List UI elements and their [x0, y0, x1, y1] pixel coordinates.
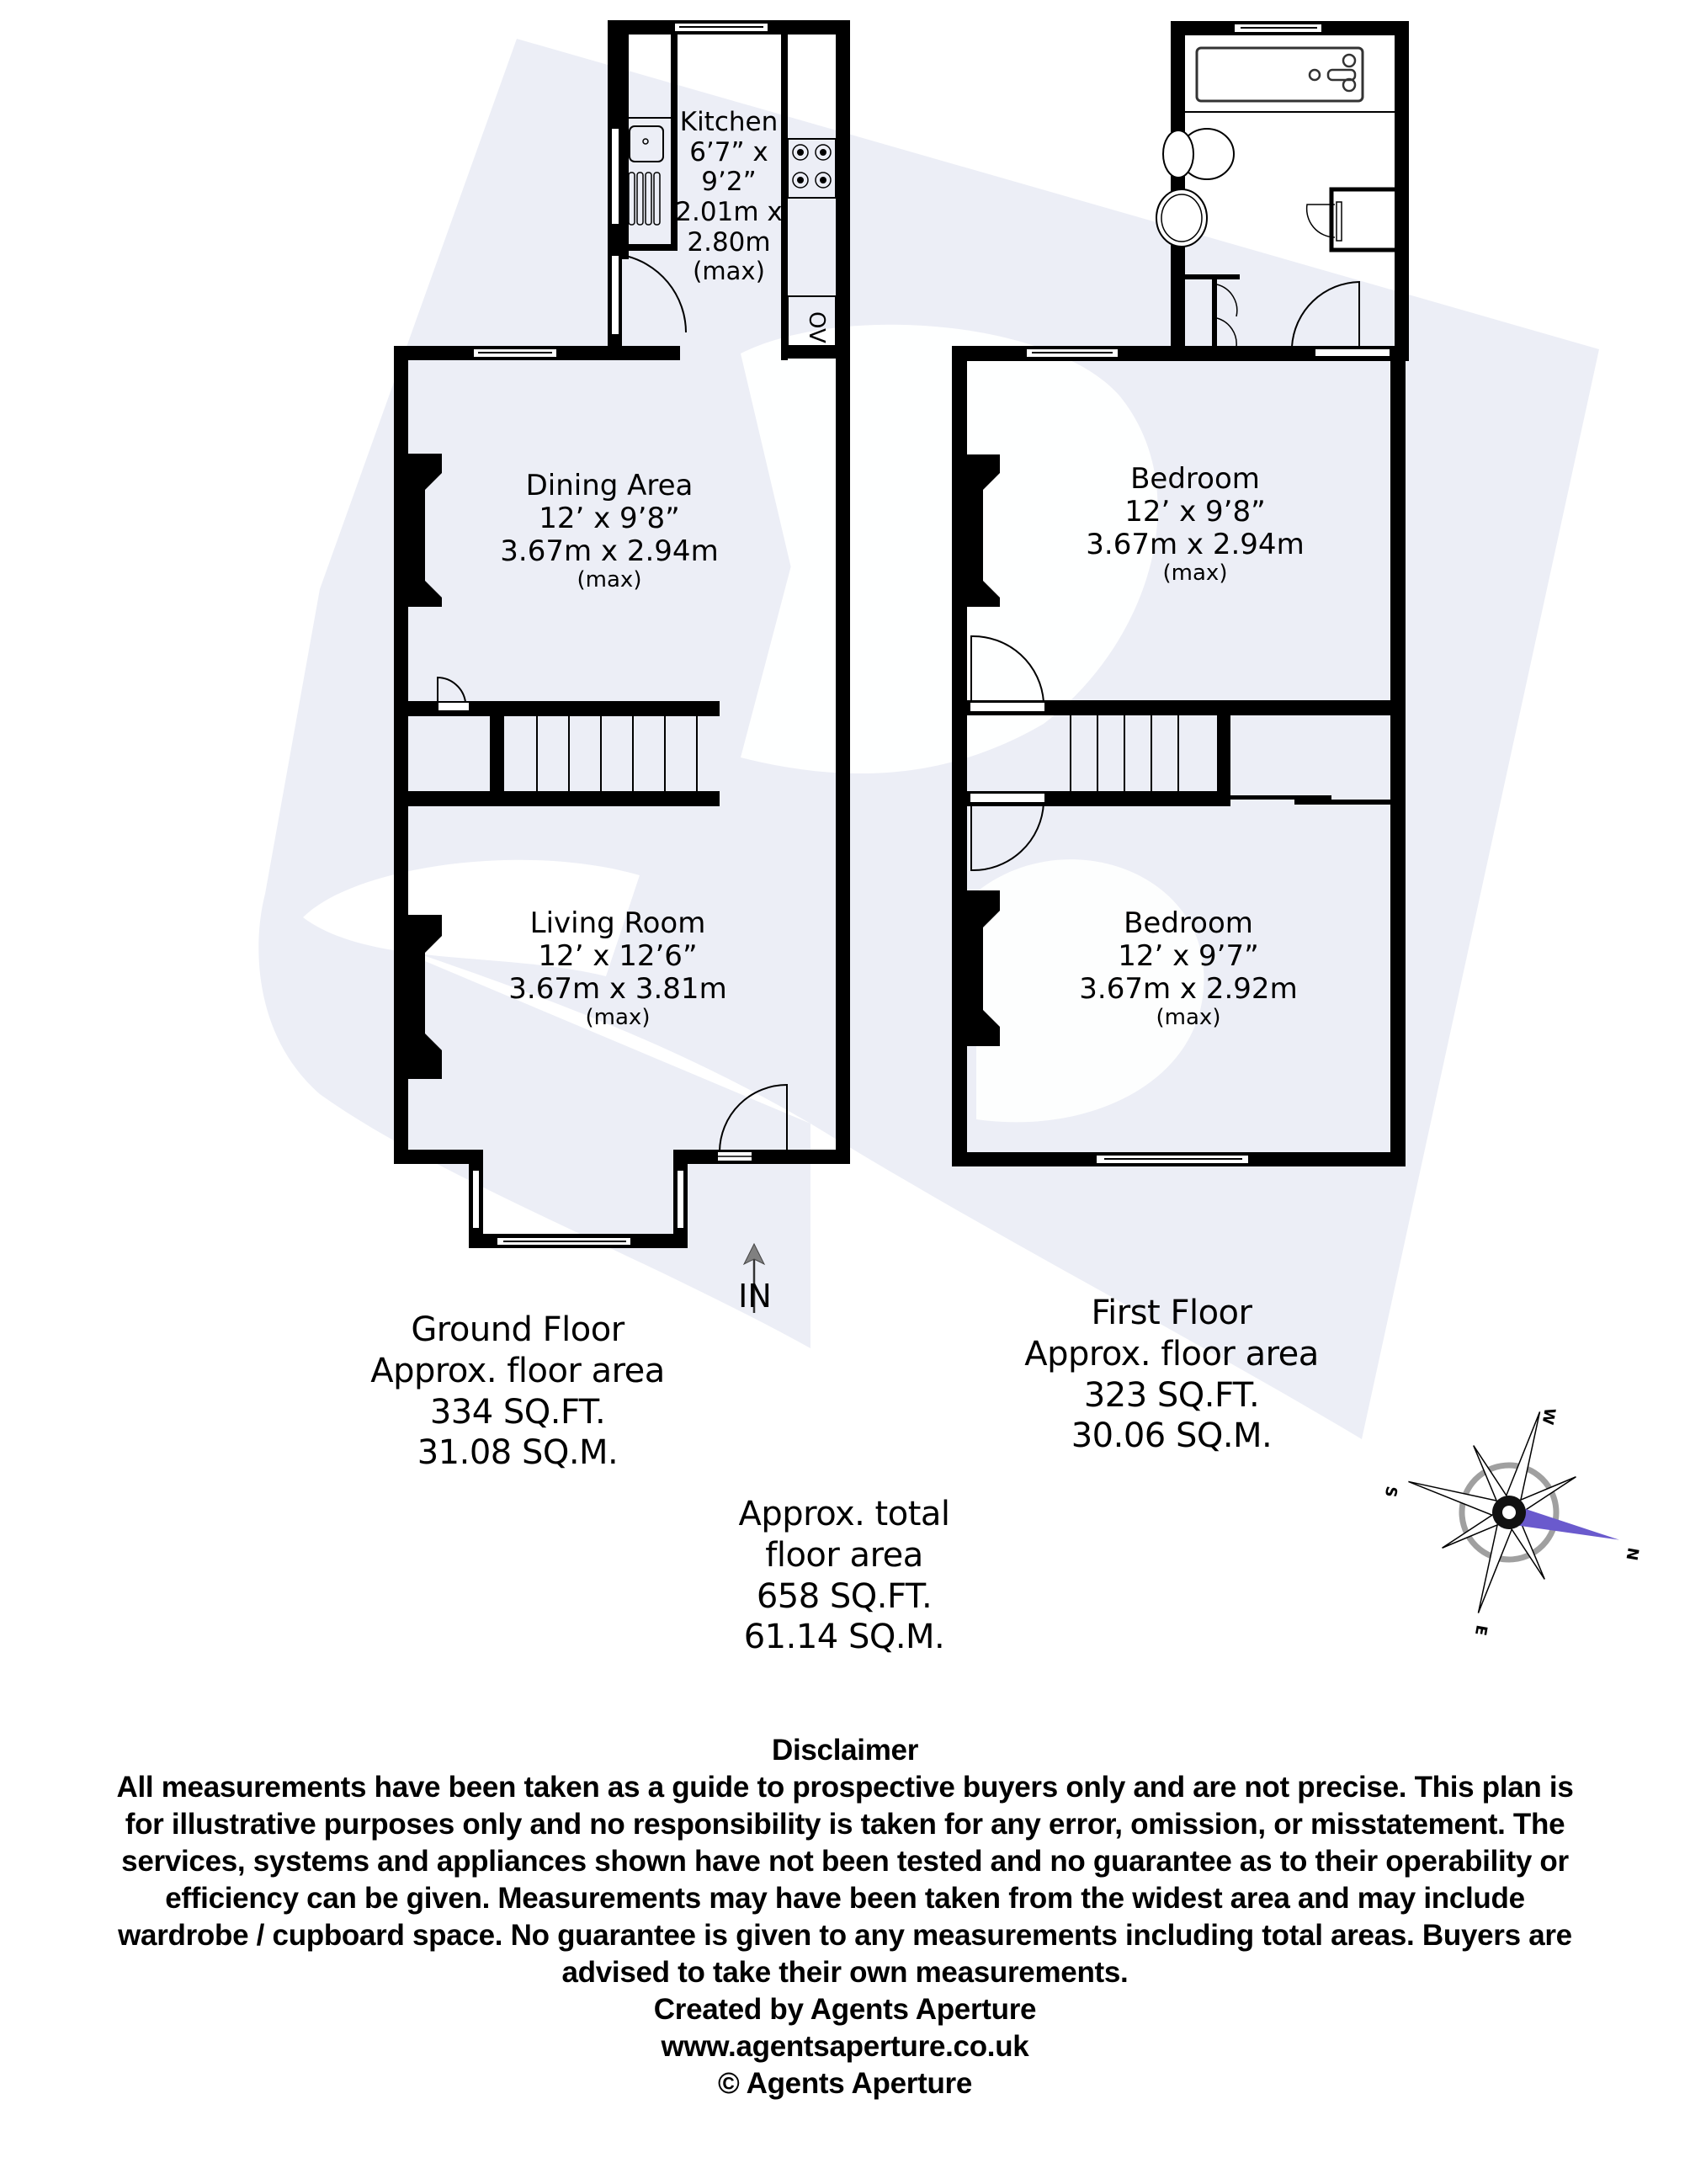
- room-max-note: (max): [1156, 1005, 1221, 1031]
- website-link[interactable]: www.agentsaperture.co.uk: [661, 2030, 1029, 2063]
- room-dim-metric: 3.67m x 2.94m: [500, 534, 719, 569]
- total-line-2: floor area: [765, 1535, 923, 1575]
- room-label-living-room: Living Room 12’ x 12’6” 3.67m x 3.81m (m…: [508, 906, 727, 1031]
- total-area-sqm: 61.14 SQ.M.: [743, 1618, 945, 1657]
- total-line-1: Approx. total: [738, 1495, 950, 1533]
- room-max-note: (max): [693, 257, 765, 286]
- compass-label-e: E: [1471, 1623, 1491, 1637]
- room-dim-imperial-1: 6’7” x: [689, 136, 768, 167]
- room-label-dining-area: Dining Area 12’ x 9’8” 3.67m x 2.94m (ma…: [500, 469, 719, 593]
- first-floor-plan: [952, 21, 1409, 1166]
- room-dim-metric: 3.67m x 2.94m: [1086, 528, 1305, 562]
- room-max-note: (max): [1162, 561, 1228, 587]
- room-max-note: (max): [585, 1005, 651, 1031]
- first-floor-area-summary: First Floor Approx. floor area 323 SQ.FT…: [1024, 1293, 1319, 1457]
- disclaimer-title: Disclaimer: [771, 1734, 919, 1767]
- room-name: Bedroom: [1130, 462, 1260, 496]
- disclaimer-line: advised to take their own measurements.: [561, 1956, 1129, 1989]
- disclaimer-line: All measurements have been taken as a gu…: [116, 1771, 1574, 1804]
- compass-label-n: N: [1622, 1546, 1641, 1561]
- room-name: Living Room: [529, 906, 706, 940]
- total-area-sqft: 658 SQ.FT.: [756, 1576, 933, 1616]
- ground-floor-area-summary: Ground Floor Approx. floor area 334 SQ.F…: [370, 1310, 665, 1474]
- room-dim-imperial: 12’ x 9’8”: [1124, 495, 1266, 529]
- room-dim-metric: 3.67m x 2.92m: [1079, 972, 1298, 1007]
- room-label-bedroom-1: Bedroom 12’ x 9’8” 3.67m x 2.94m (max): [1086, 462, 1305, 587]
- room-name: Bedroom: [1124, 906, 1253, 940]
- floor-area-sqm: 31.08 SQ.M.: [417, 1433, 619, 1473]
- floor-area-sqft: 334 SQ.FT.: [429, 1392, 606, 1432]
- disclaimer-line: services, systems and appliances shown h…: [121, 1845, 1569, 1878]
- room-label-kitchen: Kitchen 6’7” x 9’2” 2.01m x 2.80m (max): [675, 107, 783, 286]
- floor-subtitle: Approx. floor area: [1024, 1334, 1319, 1374]
- room-dim-metric-2: 2.80m: [687, 226, 771, 258]
- copyright-line: © Agents Aperture: [717, 2067, 973, 2100]
- compass-label-s: S: [1381, 1485, 1400, 1498]
- total-area-summary: Approx. total floor area 658 SQ.FT. 61.1…: [738, 1494, 950, 1658]
- disclaimer: Disclaimer All measurements have been ta…: [0, 1732, 1690, 2102]
- floor-area-sqft: 323 SQ.FT.: [1083, 1375, 1260, 1415]
- room-dim-metric-1: 2.01m x: [675, 196, 783, 227]
- oven-label: OV: [804, 311, 829, 343]
- disclaimer-line: for illustrative purposes only and no re…: [125, 1808, 1565, 1841]
- room-name: Kitchen: [679, 107, 779, 137]
- room-name: Dining Area: [525, 469, 694, 502]
- room-label-bedroom-2: Bedroom 12’ x 9’7” 3.67m x 2.92m (max): [1079, 906, 1298, 1031]
- floor-title: First Floor: [1091, 1294, 1252, 1332]
- credit-line: Created by Agents Aperture: [653, 1993, 1037, 2026]
- disclaimer-line: efficiency can be given. Measurements ma…: [165, 1882, 1525, 1915]
- room-dim-imperial: 12’ x 9’8”: [539, 502, 680, 536]
- floor-title: Ground Floor: [411, 1310, 624, 1349]
- disclaimer-line: wardrobe / cupboard space. No guarantee …: [118, 1919, 1572, 1952]
- room-dim-imperial-2: 9’2”: [701, 167, 757, 198]
- compass-label-w: W: [1539, 1406, 1559, 1426]
- entrance-label: IN: [738, 1278, 772, 1315]
- room-dim-imperial: 12’ x 9’7”: [1118, 939, 1259, 974]
- room-max-note: (max): [577, 567, 642, 593]
- compass-rose: [1408, 1411, 1619, 1613]
- ground-floor-plan: [394, 20, 850, 1313]
- floor-subtitle: Approx. floor area: [370, 1351, 665, 1390]
- room-dim-imperial: 12’ x 12’6”: [538, 939, 698, 974]
- room-dim-metric: 3.67m x 3.81m: [508, 972, 727, 1007]
- floor-area-sqm: 30.06 SQ.M.: [1071, 1416, 1273, 1456]
